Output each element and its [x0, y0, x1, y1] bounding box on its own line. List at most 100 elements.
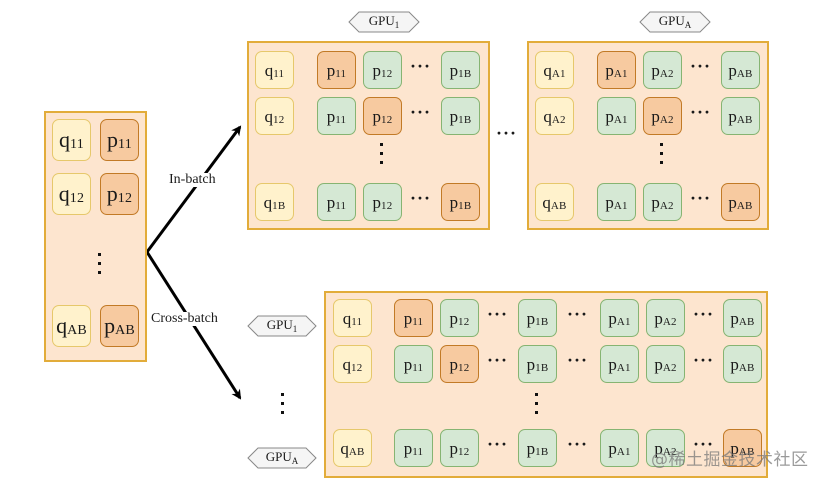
cell-symbol: p — [608, 308, 617, 328]
cell-subscript: A1 — [613, 113, 628, 126]
horizontal-ellipsis: ··· — [693, 434, 715, 454]
gpu-tag-vertical-ellipsis — [281, 393, 285, 420]
cell-symbol: p — [730, 438, 739, 458]
cell-subscript: 11 — [412, 445, 424, 458]
cell-symbol: p — [654, 438, 663, 458]
cell-subscript: AB — [738, 445, 755, 458]
gpu1-left-tag-shape — [247, 315, 317, 337]
cell-symbol: p — [326, 192, 336, 212]
cell-symbol: p — [107, 127, 119, 152]
cell-subscript: AB — [348, 445, 365, 458]
cell-symbol: q — [342, 354, 352, 374]
cell-symbol: p — [526, 354, 536, 374]
horizontal-ellipsis: ··· — [410, 102, 432, 122]
horizontal-ellipsis: ··· — [690, 102, 712, 122]
cell-subscript: 1B — [535, 445, 549, 458]
cell-subscript: A2 — [662, 445, 677, 458]
cell-symbol: p — [372, 106, 382, 126]
gpu-tag-text: GPU — [658, 13, 685, 28]
cell-symbol: p — [730, 308, 739, 328]
horizontal-ellipsis: ··· — [690, 188, 712, 208]
cell-subscript: 11 — [412, 315, 424, 328]
cell-symbol: p — [608, 354, 617, 374]
cell-subscript: 12 — [69, 191, 85, 206]
cell-symbol: p — [106, 181, 118, 206]
cell-subscript: 12 — [458, 445, 470, 458]
cell-symbol: p — [372, 60, 382, 80]
in-batch-label: In-batch — [168, 172, 217, 187]
cell-symbol: p — [449, 354, 459, 374]
gpuA-left-tag: GPUA — [248, 447, 316, 469]
horizontal-ellipsis: ··· — [410, 188, 432, 208]
cell-subscript: 11 — [412, 361, 424, 374]
cell-symbol: p — [728, 60, 737, 80]
gpu-tag-text: GPU — [266, 317, 293, 332]
cell-subscript: A2 — [659, 113, 674, 126]
cell-symbol: p — [449, 106, 459, 126]
gpuA-left-tag-shape — [247, 447, 317, 469]
cell-symbol: p — [526, 308, 536, 328]
vertical-ellipsis — [535, 393, 539, 420]
cell-subscript: A2 — [662, 361, 677, 374]
cell-subscript: 1B — [458, 113, 472, 126]
gpu1-top-tag: GPU1 — [349, 11, 419, 33]
cell-subscript: A1 — [613, 199, 628, 212]
cell-symbol: p — [526, 438, 536, 458]
cell-subscript: 11 — [351, 315, 363, 328]
cell-subscript: A2 — [659, 199, 674, 212]
gpu1-top-tag-shape — [348, 11, 420, 33]
cell-subscript: 1B — [535, 315, 549, 328]
cell-subscript: A1 — [551, 67, 566, 80]
horizontal-ellipsis: ··· — [693, 350, 715, 370]
horizontal-ellipsis: ··· — [410, 56, 432, 76]
cell-symbol: p — [449, 192, 459, 212]
cell-symbol: q — [340, 438, 349, 458]
cell-symbol: q — [56, 313, 68, 338]
cell-subscript: AB — [736, 113, 753, 126]
cell-symbol: q — [543, 60, 552, 80]
horizontal-ellipsis: ··· — [567, 350, 589, 370]
cell-symbol: p — [449, 438, 459, 458]
gpuA-top-tag: GPUA — [640, 11, 710, 33]
cell-symbol: p — [728, 106, 737, 126]
cell-subscript: 1B — [272, 199, 286, 212]
cell-subscript: 12 — [273, 113, 285, 126]
cell-symbol: p — [605, 106, 614, 126]
cell-symbol: p — [403, 308, 413, 328]
cell-subscript: AB — [738, 315, 755, 328]
cell-subscript: AB — [550, 199, 567, 212]
cell-subscript: 12 — [117, 191, 133, 206]
cell-subscript: 11 — [118, 137, 132, 152]
cell-subscript: 12 — [458, 315, 470, 328]
cell-symbol: q — [542, 192, 551, 212]
